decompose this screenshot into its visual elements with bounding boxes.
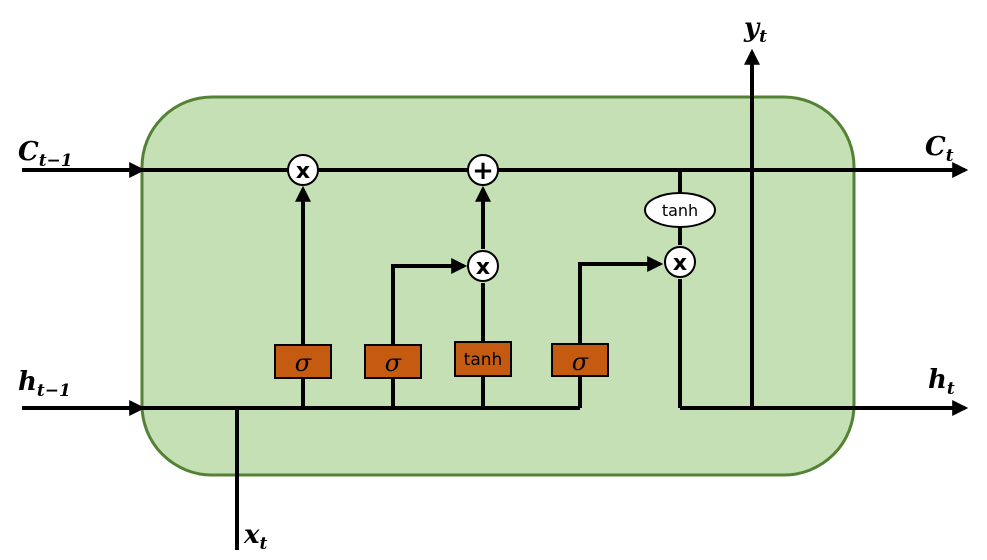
output-multiply-op: x	[664, 246, 696, 278]
label-y-out: yt	[743, 13, 767, 47]
label-h-prev: ht−1	[18, 367, 71, 401]
label-h-next: ht	[928, 365, 955, 399]
svg-text:+: +	[472, 156, 494, 186]
label-x-in: xt	[243, 520, 268, 554]
svg-text:σ: σ	[385, 349, 402, 377]
svg-text:x: x	[296, 159, 310, 184]
svg-text:σ: σ	[572, 348, 589, 376]
forget-gate: σ	[274, 344, 332, 379]
cell-add-op: +	[467, 154, 499, 186]
svg-text:tanh: tanh	[662, 201, 698, 220]
output-gate-path	[578, 256, 664, 344]
candidate-gate: tanh	[454, 341, 512, 377]
output-gate: σ	[551, 343, 609, 377]
svg-text:x: x	[476, 255, 490, 280]
input-gate: σ	[364, 344, 422, 379]
lstm-cell-body	[140, 95, 856, 477]
label-c-prev: Ct−1	[18, 137, 73, 171]
svg-text:σ: σ	[295, 349, 312, 377]
label-c-next: Ct	[925, 132, 954, 166]
svg-text:x: x	[673, 251, 687, 276]
input-multiply-op: x	[467, 250, 499, 282]
forget-multiply-op: x	[287, 154, 319, 186]
input-gate-path	[391, 258, 468, 345]
svg-text:tanh: tanh	[464, 350, 503, 370]
cell-tanh-op: tanh	[644, 192, 716, 228]
